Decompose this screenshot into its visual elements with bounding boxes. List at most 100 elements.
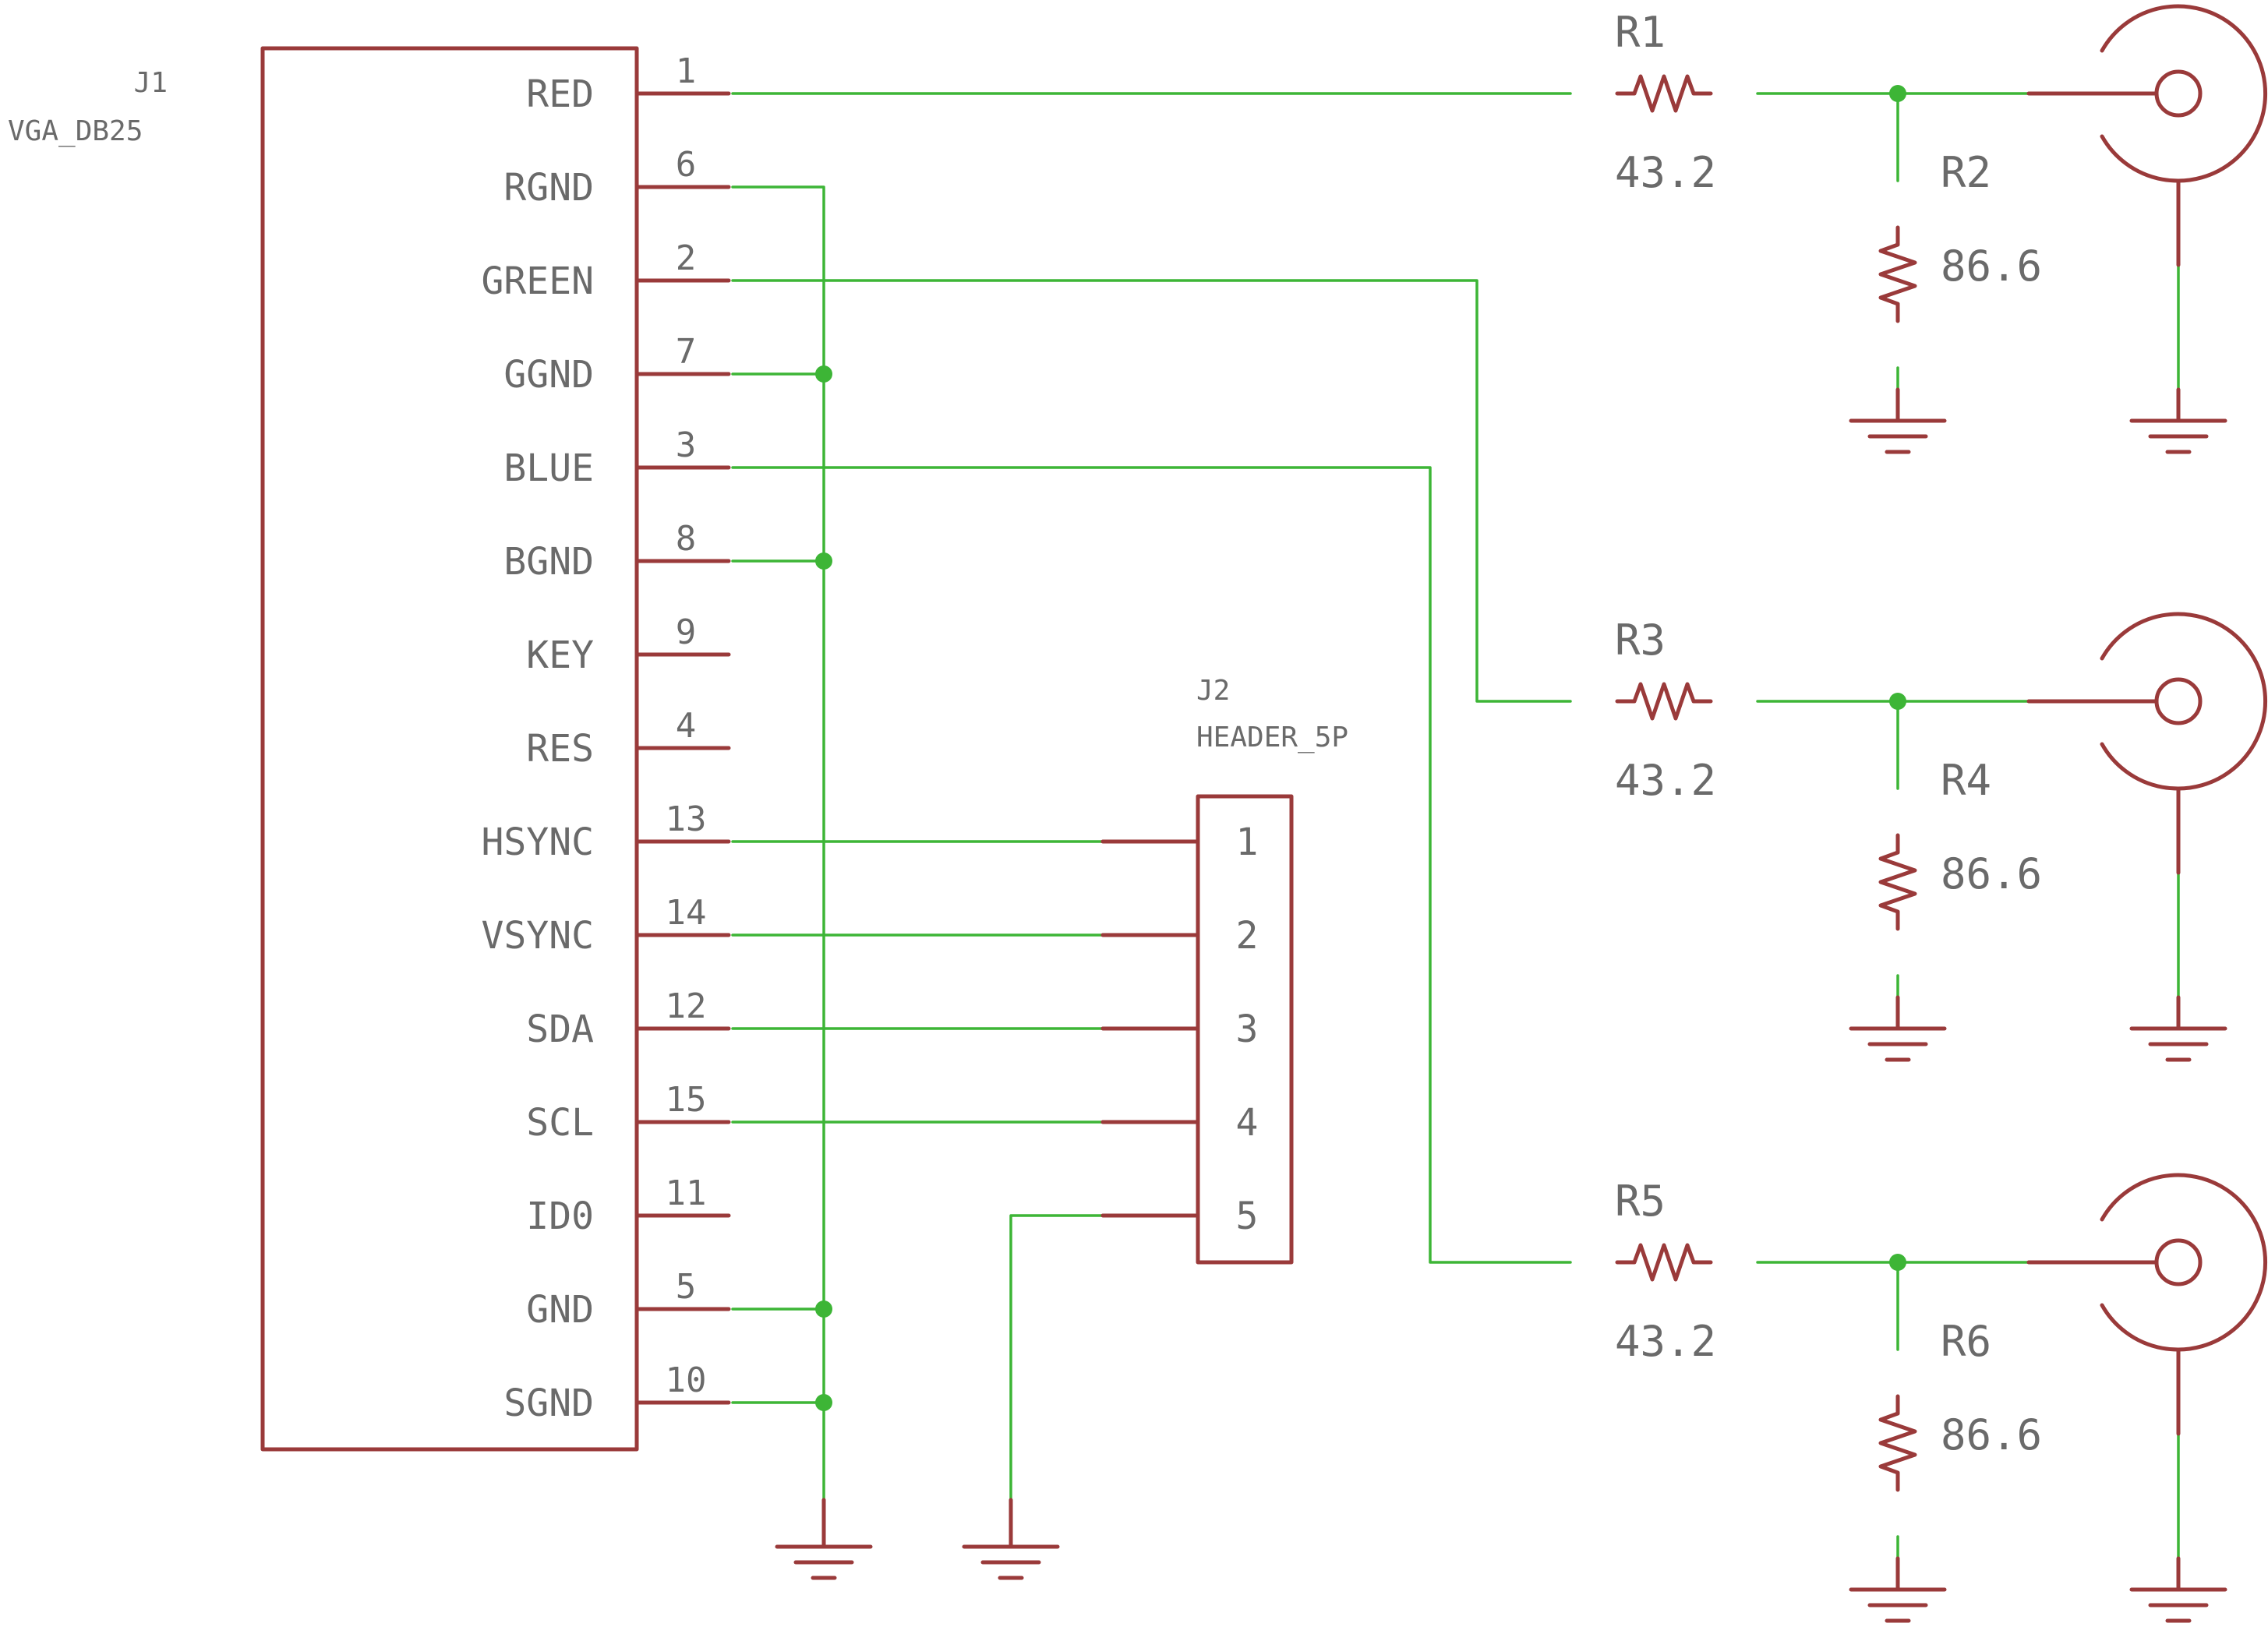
j1-pin-blue: BLUE 3 — [503, 425, 731, 490]
bnc-connector-red — [2029, 6, 2266, 267]
pin-number: 1 — [1236, 820, 1259, 864]
pin-number: 12 — [666, 986, 707, 1026]
j2-pin-3: 3 — [1100, 1008, 1259, 1051]
pin-name: SDA — [526, 1008, 594, 1051]
j2-pin-2: 2 — [1100, 914, 1259, 958]
r1-ref: R1 — [1615, 8, 1666, 57]
r6-ref: R6 — [1941, 1317, 1991, 1366]
pin-number: 13 — [666, 799, 707, 839]
pin-name: KEY — [526, 633, 594, 677]
j2-pin-1: 1 — [1100, 820, 1259, 864]
pin-name: HSYNC — [482, 820, 595, 864]
pin-number: 9 — [676, 612, 697, 652]
junction-dot — [1889, 693, 1906, 710]
j1-pin-green: GREEN 2 — [482, 238, 731, 303]
j1-pin-bgnd: BGND 8 — [503, 519, 731, 584]
pin-number: 10 — [666, 1360, 707, 1400]
pin-name: VSYNC — [482, 914, 595, 958]
r1-value: 43.2 — [1615, 148, 1716, 197]
pin-name: GREEN — [482, 259, 595, 303]
r5-value: 43.2 — [1615, 1317, 1716, 1366]
pin-number: 4 — [1236, 1101, 1259, 1145]
pin-name: GGND — [503, 353, 594, 397]
resistor-r5: R5 43.2 — [1615, 1177, 1716, 1366]
r5-ref: R5 — [1615, 1177, 1666, 1226]
j2-pins: 1 2 3 4 5 — [1100, 820, 1259, 1238]
pin-number: 8 — [676, 519, 697, 559]
ground-symbols — [777, 387, 2225, 1621]
r2-value: 86.6 — [1941, 242, 2042, 291]
ground-icon — [2132, 995, 2225, 1060]
junction-dot — [1889, 1254, 1906, 1271]
pin-number: 2 — [676, 238, 697, 278]
pin-number: 6 — [676, 145, 697, 185]
pin-name: BLUE — [503, 446, 594, 490]
pin-number: 5 — [1236, 1195, 1259, 1238]
j2-value: HEADER_5P — [1196, 722, 1348, 753]
j2-ref: J2 — [1196, 675, 1230, 707]
resistor-r3: R3 43.2 — [1615, 616, 1716, 805]
junction-dot — [815, 552, 832, 570]
pin-number: 1 — [676, 51, 697, 91]
ground-icon — [1851, 1556, 1945, 1621]
ground-icon — [964, 1498, 1058, 1578]
wire-blue — [731, 466, 1572, 1264]
pin-number: 14 — [666, 893, 707, 933]
junction-dot — [1889, 85, 1906, 102]
j1-pin-id0: ID0 11 — [526, 1173, 731, 1238]
r6-value: 86.6 — [1941, 1410, 2042, 1459]
pin-number: 5 — [676, 1267, 697, 1307]
r2-ref: R2 — [1941, 148, 1991, 197]
junction-dot — [815, 365, 832, 383]
j1-pin-key: KEY 9 — [526, 612, 731, 677]
junction-dot — [815, 1300, 832, 1318]
wire-gnd-bus — [731, 185, 825, 1544]
r4-value: 86.6 — [1941, 849, 2042, 898]
j1-pin-vsync: VSYNC 14 — [482, 893, 731, 958]
pin-name: BGND — [503, 540, 594, 584]
junctions — [815, 85, 1906, 1411]
resistor-r1: R1 43.2 — [1615, 8, 1716, 197]
r3-ref: R3 — [1615, 616, 1666, 665]
resistor-r4: R4 86.6 — [1881, 756, 2042, 929]
pin-number: 3 — [676, 425, 697, 465]
r4-ref: R4 — [1941, 756, 1991, 805]
junction-dot — [815, 1394, 832, 1411]
j1-value: VGA_DB25 — [8, 115, 143, 147]
j1-pin-sgnd: SGND 10 — [503, 1360, 731, 1425]
resistor-r6: R6 86.6 — [1881, 1317, 2042, 1490]
pin-number: 2 — [1236, 914, 1259, 958]
wire-header-gnd — [1009, 1214, 1104, 1544]
ground-icon — [1851, 995, 1945, 1060]
ground-icon — [2132, 1556, 2225, 1621]
resistor-r2: R2 86.6 — [1881, 148, 2042, 321]
j1-pin-scl: SCL 15 — [526, 1080, 731, 1145]
pin-name: RED — [526, 72, 594, 116]
r3-value: 43.2 — [1615, 756, 1716, 805]
bnc-connector-green — [2029, 614, 2266, 875]
wire-green — [731, 279, 1572, 703]
pin-number: 3 — [1236, 1008, 1259, 1051]
pin-name: SGND — [503, 1382, 594, 1425]
ground-icon — [1851, 387, 1945, 452]
pin-name: SCL — [526, 1101, 594, 1145]
j1-pin-ggnd: GGND 7 — [503, 332, 731, 397]
ground-icon — [2132, 387, 2225, 452]
pin-number: 7 — [676, 332, 697, 372]
pin-name: RES — [526, 727, 594, 771]
pin-name: RGND — [503, 166, 594, 210]
pin-name: ID0 — [526, 1195, 594, 1238]
j1-pin-rgnd: RGND 6 — [503, 145, 731, 210]
bnc-connector-blue — [2029, 1175, 2266, 1436]
pin-number: 4 — [676, 706, 697, 746]
j1-pin-red: RED 1 — [526, 51, 731, 116]
pin-number: 11 — [666, 1173, 707, 1213]
j1-pin-sda: SDA 12 — [526, 986, 731, 1051]
j1-ref: J1 — [134, 67, 168, 99]
pin-number: 15 — [666, 1080, 707, 1120]
j2-pin-4: 4 — [1100, 1101, 1259, 1145]
